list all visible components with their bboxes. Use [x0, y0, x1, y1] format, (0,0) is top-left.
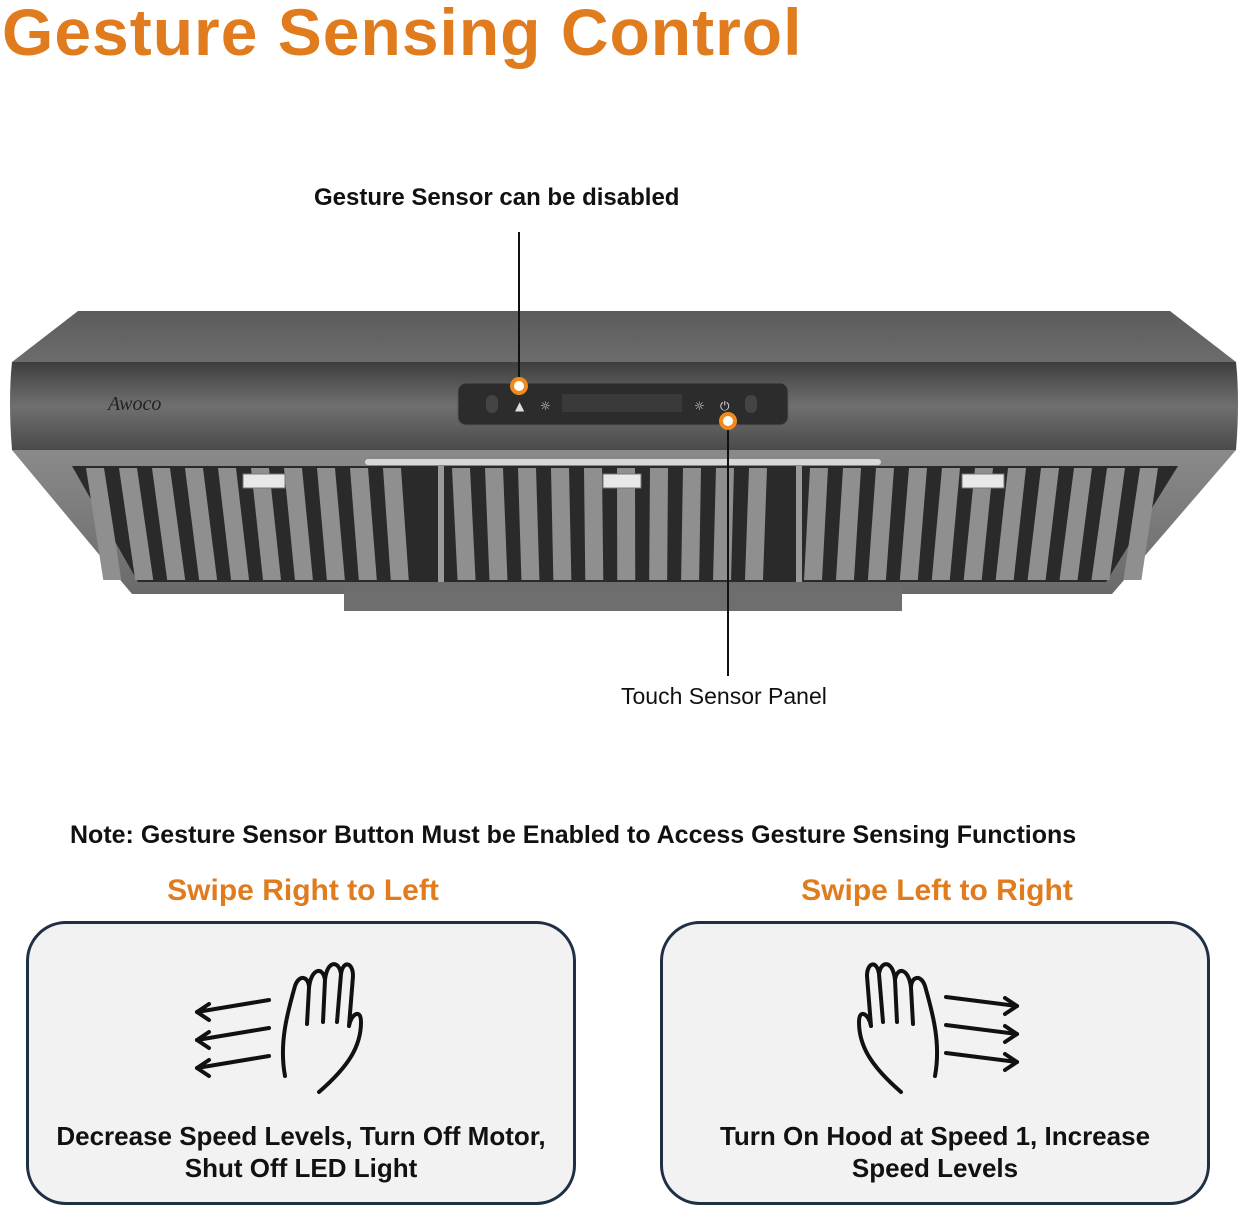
filter-slat: [681, 468, 701, 580]
led-light-center: [602, 473, 642, 489]
touch-sensor-callout: Touch Sensor Panel: [621, 683, 827, 709]
filter-slat: [899, 468, 927, 580]
range-hood-illustration: ▲ ☼ ☼ ⏻ Awoco: [10, 232, 1238, 676]
filter-slat: [617, 468, 636, 580]
filter-slat: [1059, 468, 1092, 580]
filter-slat: [744, 468, 767, 580]
filter-slat: [584, 468, 604, 580]
filter-slat: [86, 468, 122, 580]
filter-slat: [1123, 468, 1158, 580]
gesture-sensor-marker: [510, 377, 528, 395]
swipe-right-description: Turn On Hood at Speed 1, Increase Speed …: [663, 1120, 1207, 1184]
filter-slat: [995, 468, 1026, 580]
brand-logo: Awoco: [106, 393, 161, 415]
led-light-left: [242, 473, 286, 489]
hood-top-surface: [12, 311, 1236, 362]
led-light-right: [961, 473, 1005, 489]
filter-slat: [1027, 468, 1059, 580]
filter-slat: [185, 468, 218, 580]
swipe-left-line2: Shut Off LED Light: [184, 1153, 418, 1183]
filter-slat: [649, 468, 668, 580]
filter-slat: [835, 468, 861, 580]
hood-bottom-skirt: [344, 585, 902, 611]
note-text: Note: Gesture Sensor Button Must be Enab…: [70, 821, 1077, 849]
svg-text:☼: ☼: [694, 399, 705, 413]
svg-text:▲: ▲: [515, 399, 525, 413]
filter-slat: [963, 468, 993, 580]
touch-panel-marker: [719, 412, 737, 430]
swipe-left-heading: Swipe Right to Left: [167, 874, 439, 907]
filter-slat: [119, 468, 154, 580]
swipe-right-card: Turn On Hood at Speed 1, Increase Speed …: [660, 921, 1210, 1205]
swipe-right-heading: Swipe Left to Right: [801, 874, 1073, 907]
swipe-right-line2: Speed Levels: [851, 1153, 1019, 1183]
filter-slat: [867, 468, 894, 580]
hand-swipe-right-icon: [857, 962, 1019, 1094]
swipe-right-line1: Turn On Hood at Speed 1, Increase: [719, 1121, 1151, 1151]
filter-slat: [317, 468, 345, 580]
swipe-left-description: Decrease Speed Levels, Turn Off Motor, S…: [29, 1120, 573, 1184]
filter-slat: [452, 468, 476, 580]
filter-slat: [485, 468, 508, 580]
gesture-sensor-callout: Gesture Sensor can be disabled: [314, 184, 680, 211]
page-title: Gesture Sensing Control: [2, 0, 803, 69]
filter-baffles: [86, 468, 1158, 580]
svg-text:☼: ☼: [540, 399, 551, 413]
filter-slat: [713, 468, 734, 580]
light-strip: [365, 459, 881, 465]
filter-slat: [251, 468, 281, 580]
filter-slat: [931, 468, 960, 580]
filter-slat: [518, 468, 540, 580]
svg-text:⏻: ⏻: [720, 399, 730, 413]
swipe-left-line1: Decrease Speed Levels, Turn Off Motor,: [56, 1121, 546, 1151]
filter-slat: [218, 468, 250, 580]
filter-slat: [284, 468, 313, 580]
filter-slat: [383, 468, 409, 580]
filter-slat: [551, 468, 572, 580]
filter-slat: [804, 468, 828, 580]
filter-slat: [1091, 468, 1125, 580]
filter-slat: [350, 468, 377, 580]
swipe-left-card: Decrease Speed Levels, Turn Off Motor, S…: [26, 921, 576, 1205]
hand-swipe-left-icon: [195, 962, 363, 1094]
filter-slat: [152, 468, 186, 580]
